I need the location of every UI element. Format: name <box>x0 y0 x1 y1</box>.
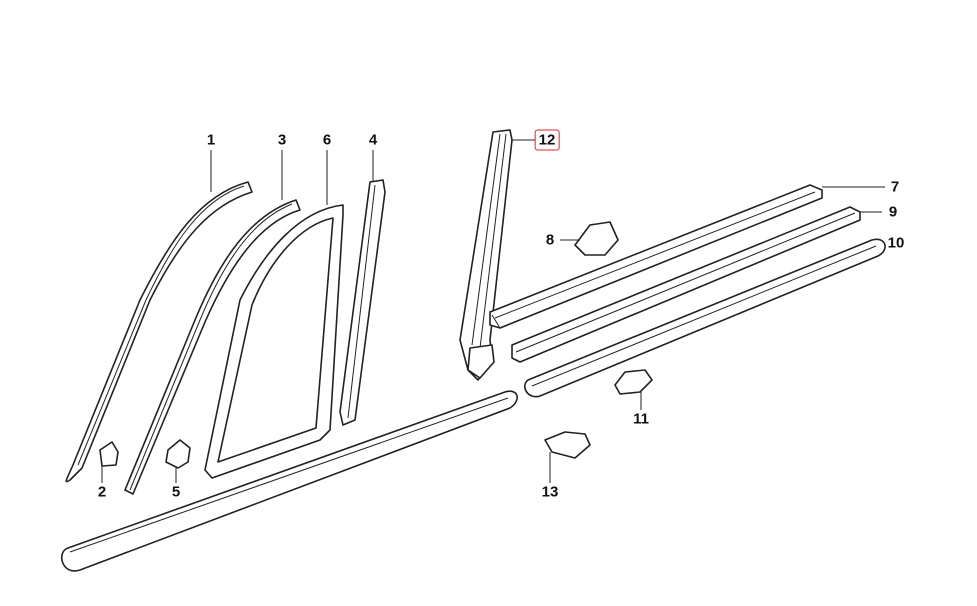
callout-13[interactable]: 13 <box>541 483 559 501</box>
callout-4[interactable]: 4 <box>368 131 378 149</box>
callout-11[interactable]: 11 <box>633 410 649 428</box>
callout-8[interactable]: 8 <box>545 231 555 249</box>
part-4-trim-strip[interactable] <box>339 179 386 426</box>
part-9-channel-strip[interactable] <box>511 206 861 363</box>
part-13-clip[interactable] <box>544 431 591 459</box>
callout-1[interactable]: 1 <box>206 131 216 149</box>
part-11-clip[interactable] <box>614 369 653 395</box>
callout-5[interactable]: 5 <box>171 483 181 501</box>
callout-6[interactable]: 6 <box>322 131 332 149</box>
leader-lines <box>101 139 885 483</box>
callout-7[interactable]: 7 <box>890 178 900 196</box>
part-2-clip[interactable] <box>99 441 119 467</box>
callout-2[interactable]: 2 <box>97 483 107 501</box>
part-10-trim-strip[interactable] <box>524 238 886 398</box>
part-6-window-seal-frame[interactable] <box>204 204 344 479</box>
long-lower-trim-strip[interactable] <box>60 390 518 572</box>
part-5-clip[interactable] <box>165 439 191 469</box>
callout-10[interactable]: 10 <box>887 234 905 252</box>
part-12-pillar-seal[interactable] <box>459 129 513 381</box>
callout-12-selected[interactable]: 12 <box>534 129 560 151</box>
part-1-trim-strip[interactable] <box>65 181 253 483</box>
callout-3[interactable]: 3 <box>277 131 287 149</box>
part-3-trim-strip[interactable] <box>124 199 301 495</box>
part-7-channel-strip[interactable] <box>489 184 823 329</box>
part-8-clip[interactable] <box>574 221 619 256</box>
callout-9[interactable]: 9 <box>888 203 898 221</box>
